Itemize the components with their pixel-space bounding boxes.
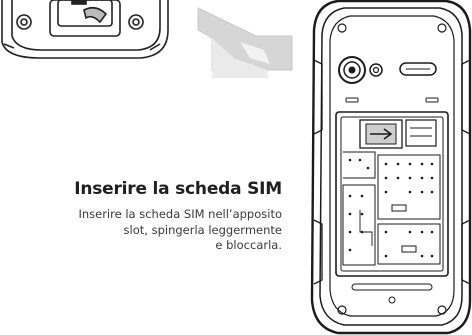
- instruction-description: Inserire la scheda SIM nell’apposito slo…: [32, 207, 282, 254]
- instruction-line: Inserire la scheda SIM nell’apposito: [78, 207, 282, 221]
- phone-open-back-illustration: [310, 0, 472, 335]
- instruction-line: e bloccarla.: [215, 238, 282, 252]
- arrow-icon: [197, 7, 293, 78]
- instruction-title: Inserire la scheda SIM: [74, 179, 282, 199]
- instruction-line: slot, spingerla leggermente: [123, 222, 282, 237]
- phone-back-partial-illustration: [1, 0, 169, 59]
